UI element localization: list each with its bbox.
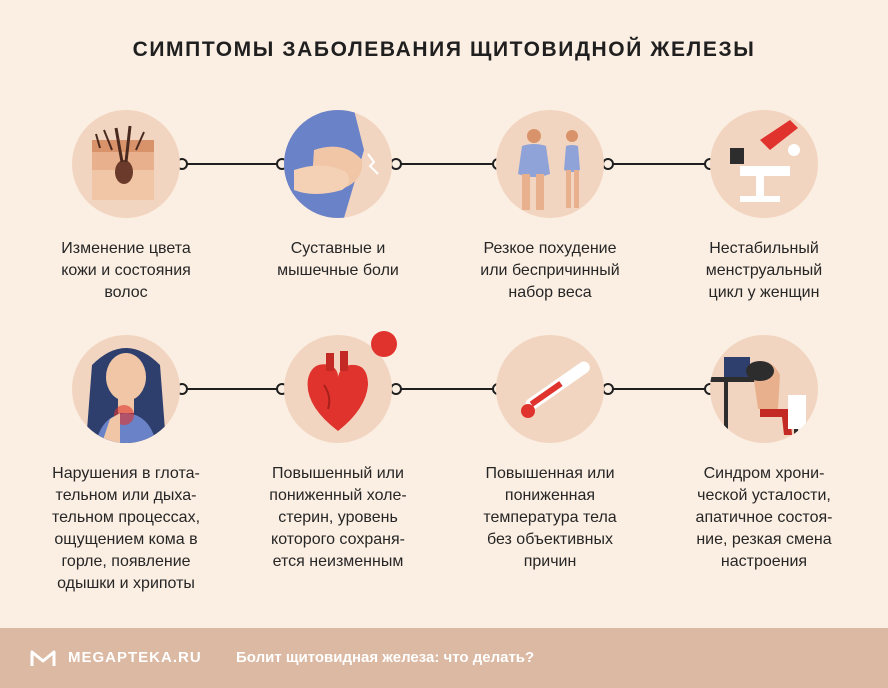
sore-throat-icon: [72, 335, 180, 443]
weight-change-icon: [496, 110, 604, 218]
footer-article-link[interactable]: Болит щитовидная железа: что делать?: [236, 649, 535, 666]
thermometer-icon: [496, 335, 604, 443]
symptom-label: Нарушения в глота- тельном или дыха- тел…: [51, 465, 201, 592]
connector: [396, 388, 496, 390]
fatigue-icon: [710, 335, 818, 443]
page-title: СИМПТОМЫ ЗАБОЛЕВАНИЯ ЩИТОВИДНОЙ ЖЕЛЕЗЫ: [132, 38, 756, 61]
connector: [608, 163, 708, 165]
megapteka-logo-icon[interactable]: [30, 648, 56, 668]
symptom-label: Повышенная или пониженная температура те…: [483, 465, 617, 570]
heart-cholesterol-icon: [284, 335, 392, 443]
hair-skin-icon: [72, 110, 180, 218]
symptom-label: Резкое похудение или беспричинный набор …: [480, 240, 620, 301]
footer-bar: MEGAPTEKA.RU Болит щитовидная железа: чт…: [0, 628, 888, 688]
symptom-label: Синдром хрони- ческой усталости, апатичн…: [695, 465, 833, 570]
symptom-label: Повышенный или пониженный холе- стерин, …: [269, 465, 407, 570]
connector: [182, 388, 280, 390]
joint-pain-icon: [284, 110, 392, 218]
symptom-label: Суставные и мышечные боли: [277, 240, 399, 279]
connector: [608, 388, 708, 390]
cholesterol-badge-icon: [371, 331, 397, 357]
gynecology-chair-icon: [710, 110, 818, 218]
connector: [396, 163, 496, 165]
symptom-label: Изменение цвета кожи и состояния волос: [61, 240, 191, 301]
symptom-label: Нестабильный менструальный цикл у женщин: [705, 240, 823, 301]
connector: [182, 163, 280, 165]
brand-link[interactable]: MEGAPTEKA.RU: [68, 649, 202, 666]
